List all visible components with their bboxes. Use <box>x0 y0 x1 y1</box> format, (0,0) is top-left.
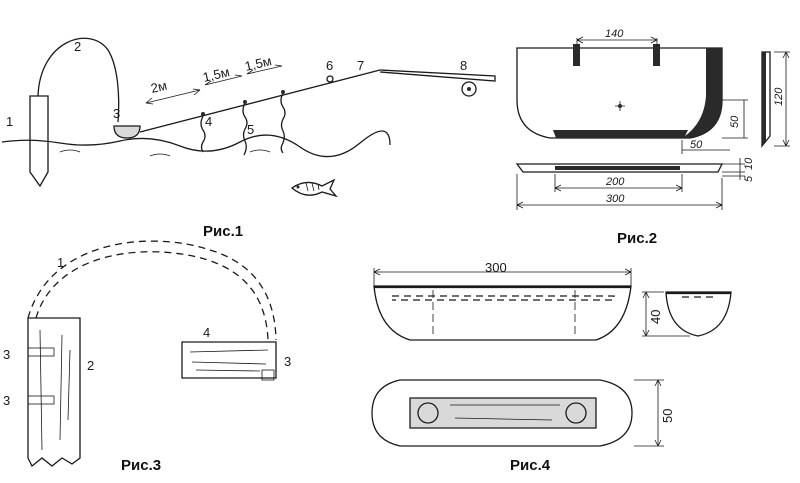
dim-40: 40 <box>648 310 663 324</box>
arc-inner <box>35 251 269 341</box>
dim-300: 300 <box>606 193 625 205</box>
dim-50-width: 50 <box>690 139 703 151</box>
clip-lower <box>27 395 55 405</box>
arc-outer <box>27 240 277 341</box>
caption-fig4: Рис.4 <box>510 457 551 474</box>
plan-inset <box>409 397 597 429</box>
water-surface <box>1 130 391 158</box>
dim-line-15m-b <box>246 64 283 75</box>
fish-icon <box>290 178 338 198</box>
dim-10-5-lines <box>722 158 745 180</box>
swivel <box>326 75 334 83</box>
dim-line-15m-a <box>204 74 243 86</box>
cross-section <box>665 291 732 337</box>
dim-300-line <box>516 174 723 210</box>
dim-200-line <box>554 174 683 192</box>
dim-1-5m-a: 1,5м <box>201 64 231 85</box>
dim-120-line <box>774 51 790 147</box>
figure-4: 300 40 50 Рис.4 <box>371 260 732 474</box>
stake <box>29 95 49 188</box>
plate-shading <box>682 48 722 138</box>
caption-fig1: Рис.1 <box>203 223 243 240</box>
dim-2m: 2м <box>149 78 168 96</box>
label-1: 1 <box>6 114 13 129</box>
label-fig3-3a: 3 <box>3 347 10 362</box>
slot-left <box>573 44 580 66</box>
figure-1: 1 2 3 4 5 6 7 8 2м 1,5м 1,5м Рис.1 <box>1 37 496 240</box>
label-fig3-2: 2 <box>87 358 94 373</box>
leader-4 <box>200 115 206 153</box>
caption-fig3: Рис.3 <box>121 457 161 474</box>
dim-200: 200 <box>605 176 625 188</box>
dim-50-height: 50 <box>729 115 741 128</box>
figure-2: 140 50 50 120 10 5 200 300 Рис.2 <box>515 28 790 247</box>
leader-6 <box>280 92 286 154</box>
water-ripple <box>59 149 271 157</box>
block <box>181 341 277 379</box>
dim-50-plan-line <box>634 379 664 447</box>
dim-10: 10 <box>743 157 755 170</box>
label-7: 7 <box>357 58 364 73</box>
label-fig3-4: 4 <box>203 325 210 340</box>
clip-block <box>261 369 275 381</box>
fishing-rod <box>379 69 496 82</box>
label-2: 2 <box>74 39 81 54</box>
figure-3: 1 2 3 3 4 3 Рис.3 <box>3 240 291 474</box>
dim-50-width-line <box>681 140 730 154</box>
hole-left <box>417 402 439 424</box>
clip-upper <box>27 347 55 357</box>
dim-300-top: 300 <box>485 260 507 275</box>
main-line <box>139 69 381 133</box>
reel-icon <box>461 81 477 97</box>
float <box>113 125 141 139</box>
arc-wire <box>37 37 120 123</box>
dim-40-line <box>642 291 690 337</box>
label-5: 5 <box>247 122 254 137</box>
label-4: 4 <box>205 114 212 129</box>
hole-right <box>565 402 587 424</box>
label-fig3-3b: 3 <box>3 393 10 408</box>
dim-5: 5 <box>743 175 755 182</box>
label-6: 6 <box>326 58 333 73</box>
caption-fig2: Рис.2 <box>617 230 657 247</box>
dim-140: 140 <box>605 28 624 40</box>
leader-5 <box>242 102 248 156</box>
bottom-plate <box>515 163 724 173</box>
dim-50-plan: 50 <box>660 409 675 423</box>
dim-300-top-line <box>373 268 632 286</box>
label-8: 8 <box>460 58 467 73</box>
label-fig3-3c: 3 <box>284 354 291 369</box>
dim-140-line <box>576 36 658 46</box>
post <box>27 317 81 468</box>
dim-50-height-line <box>722 99 748 139</box>
plate-front <box>516 47 723 139</box>
dim-120: 120 <box>773 87 785 106</box>
float-hidden-line <box>392 295 615 301</box>
label-fig3-1: 1 <box>57 255 64 270</box>
float-plan <box>371 379 633 447</box>
float-side <box>373 285 632 341</box>
bottom-strip <box>555 166 680 170</box>
slot-right <box>653 44 660 66</box>
dim-1-5m-b: 1,5м <box>243 53 273 74</box>
label-3: 3 <box>113 106 120 121</box>
dim-line-2m <box>145 88 201 105</box>
